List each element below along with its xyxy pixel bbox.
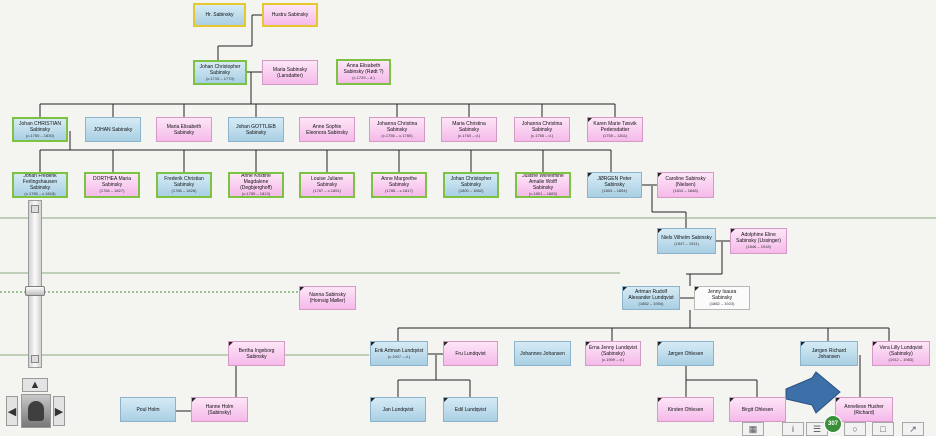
zoom-slider-track[interactable] <box>28 200 42 368</box>
edit-corner-icon <box>371 342 375 346</box>
print-button[interactable]: □ <box>872 422 894 436</box>
person-card[interactable]: Niels Vilhelm Sabinsky(1847 – 1911) <box>657 228 716 254</box>
person-card[interactable]: Anne Margrethe Sabinsky(1788 – c.1817) <box>371 172 427 198</box>
person-card[interactable]: Johanna Christina Sabinsky(c.1765 – d.) <box>514 117 570 142</box>
zoom-in-end-icon[interactable] <box>31 205 39 213</box>
person-card[interactable]: Johanna Christina Sabinsky(c.1755 – c.17… <box>369 117 425 142</box>
person-card[interactable]: Hanne Holm (Sabinsky) <box>191 397 248 422</box>
person-card[interactable]: Jørgen Richard Johansen <box>800 341 858 366</box>
share-button[interactable]: ↗ <box>902 422 924 436</box>
info-button[interactable]: i <box>782 422 804 436</box>
share-icon: ↗ <box>909 423 917 434</box>
person-card[interactable]: Poul Holm <box>120 397 176 422</box>
person-card[interactable]: Fru Lundqvist <box>443 341 498 366</box>
person-card[interactable]: JOHAN Sabinsky <box>85 117 141 142</box>
person-card[interactable]: Anne Kristine Magdalene (Degbjerghoff)(c… <box>228 172 284 198</box>
pan-up-button[interactable]: ▲ <box>22 378 48 392</box>
edit-corner-icon <box>658 398 662 402</box>
person-card[interactable]: Karen Marie Tøsvik Pedersdatter(1755 – 1… <box>587 117 643 142</box>
person-card[interactable]: Anne Sophie Eleonora Sabinsky <box>299 117 355 142</box>
person-card[interactable]: Louise Juliane Sabinsky(1787 – c.1851) <box>299 172 355 198</box>
person-card[interactable]: Hr. Sabinsky <box>193 3 246 27</box>
edit-corner-icon <box>229 342 233 346</box>
person-card[interactable]: Artman Rudolf Alexander Lundqvist(1882 –… <box>622 286 680 310</box>
edit-corner-icon <box>444 398 448 402</box>
person-card[interactable]: Erna Jenny Lundqvist (Sabinsky)(c.1909 –… <box>585 341 641 366</box>
edit-corner-icon <box>731 229 735 233</box>
edit-corner-icon <box>801 342 805 346</box>
person-card[interactable]: Frederik Christian Sabinsky(1786 – 1826) <box>156 172 212 198</box>
person-card[interactable]: Jan Lundqvist <box>370 397 426 422</box>
person-card[interactable]: Kirsten Ohlesen <box>657 397 714 422</box>
home-person-button[interactable] <box>21 394 51 428</box>
search-icon: ○ <box>852 424 858 434</box>
count-badge: 307 <box>824 415 842 433</box>
person-card[interactable]: Nanna Sabinsky (Hornsig Møller) <box>299 286 356 310</box>
zoom-out-end-icon[interactable] <box>31 355 39 363</box>
arrow-up-icon: ▲ <box>29 379 41 391</box>
person-card[interactable]: JØRGEN Peter Sabinsky(1803 – 1854) <box>587 172 642 198</box>
person-card[interactable]: Anna Elisabeth Sabinsky (Rødt ?)(c.1725 … <box>336 59 391 85</box>
edit-corner-icon <box>730 398 734 402</box>
search-button[interactable]: ○ <box>844 422 866 436</box>
home-person-icon <box>28 401 44 421</box>
arrow-right-icon: ▶ <box>54 405 64 418</box>
person-card[interactable]: Adolphine Eline Sabinsky (Ussinger)(1846… <box>730 228 787 254</box>
person-card[interactable]: Edil Lundqvist <box>443 397 498 422</box>
zoom-slider-thumb[interactable] <box>25 286 45 296</box>
person-card[interactable]: Maria Christina Sabinsky(c.1760 – d.) <box>441 117 497 142</box>
edit-corner-icon <box>658 342 662 346</box>
pan-right-button[interactable]: ▶ <box>53 396 65 426</box>
person-card[interactable]: Johan Frederik Ferlingshausen Sabinsky(c… <box>12 172 68 198</box>
person-card[interactable]: Erik Artman Lundqvist(c.1907 – d.) <box>370 341 428 366</box>
edit-corner-icon <box>300 287 304 291</box>
edit-corner-icon <box>623 287 627 291</box>
edit-corner-icon <box>586 342 590 346</box>
person-card[interactable]: Maria Elisabeth Sabinsky <box>156 117 212 142</box>
person-card[interactable]: Justine Wilhelmine Amalie Wolff Sabinsky… <box>515 172 571 198</box>
person-card[interactable]: DORTHEA Maria Sabinsky(1784 – 1827) <box>84 172 140 198</box>
person-card[interactable]: Johan Christopher Sabinsky(1800 – 1862) <box>443 172 499 198</box>
tree-view-button[interactable]: ▦ <box>742 422 764 436</box>
person-card[interactable]: Caroline Sabinsky (Nielsen)(1810 – 1848) <box>657 172 714 198</box>
edit-corner-icon <box>588 173 592 177</box>
person-card[interactable]: Johannes Johansen <box>514 341 571 366</box>
highlight-arrow <box>785 371 841 414</box>
edit-corner-icon <box>695 287 699 291</box>
person-card[interactable]: Vera Lilly Lundqvist (Sabinsky)(1912 – 1… <box>872 341 930 366</box>
info-icon: i <box>792 424 794 434</box>
person-card[interactable]: Hustru Sabinsky <box>262 3 318 27</box>
edit-corner-icon <box>588 118 592 122</box>
edit-corner-icon <box>873 342 877 346</box>
edit-corner-icon <box>371 398 375 402</box>
person-card[interactable]: Maria Sabinsky (Larsdatter) <box>262 60 318 85</box>
list-view-icon: ☰ <box>812 423 822 434</box>
edit-corner-icon <box>658 173 662 177</box>
edit-corner-icon <box>444 342 448 346</box>
edit-corner-icon <box>836 398 840 402</box>
tree-view-icon: ▦ <box>748 423 758 434</box>
arrow-left-icon: ◀ <box>7 405 17 418</box>
person-card[interactable]: Jenny Isaura Sabinsky(1882 – 1923) <box>694 286 750 310</box>
person-card[interactable]: Bertha Ingeborg Sabinsky <box>228 341 285 366</box>
person-card[interactable]: Anneliese Husher (Richard) <box>835 397 893 422</box>
person-card[interactable]: Jørgen Ohlesen <box>657 341 714 366</box>
pan-left-button[interactable]: ◀ <box>6 396 18 426</box>
person-card[interactable]: Birgit Ohlesen <box>729 397 786 422</box>
edit-corner-icon <box>192 398 196 402</box>
edit-corner-icon <box>658 229 662 233</box>
print-icon: □ <box>880 424 886 434</box>
person-card[interactable]: Johan CHRISTIAN Sabinsky(c.1750 – 1830) <box>12 117 68 142</box>
person-card[interactable]: Johan Christopher Sabinsky(c.1715 – 1770… <box>193 60 247 85</box>
person-card[interactable]: Johan GOTTLIEB Sabinsky <box>228 117 284 142</box>
